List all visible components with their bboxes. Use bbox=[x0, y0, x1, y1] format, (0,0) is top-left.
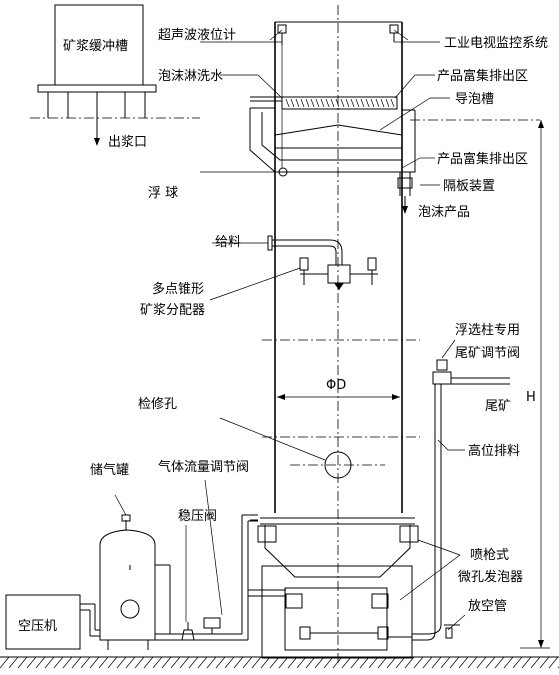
froth-launder bbox=[249, 96, 416, 214]
feed-distributor bbox=[209, 235, 378, 301]
feed-label: 给料 bbox=[215, 235, 241, 250]
distributor-label-2: 矿浆分配器 bbox=[140, 303, 205, 318]
labels: 超声波液位计 工业电视监控系统 泡沫淋洗水 产品富集排出区 导泡槽 产品富集排出… bbox=[90, 28, 548, 614]
high-discharge-label: 高位排料 bbox=[468, 443, 520, 459]
column-valve-label-1: 浮选柱专用 bbox=[455, 323, 520, 338]
slurry-outlet-label: 出浆口 bbox=[108, 135, 147, 150]
air-compressor: 空压机 bbox=[5, 594, 100, 650]
height-dimension: H bbox=[520, 120, 550, 649]
sparger-label-1: 喷枪式 bbox=[470, 547, 509, 563]
ground bbox=[0, 656, 559, 669]
product-zone-2-label: 产品富集排出区 bbox=[437, 151, 528, 167]
slurry-buffer-tank: 矿浆缓冲槽 出浆口 bbox=[30, 4, 200, 150]
distributor-label-1: 多点锥形 bbox=[152, 281, 204, 297]
manhole-label: 检修孔 bbox=[138, 397, 177, 412]
baffle-label: 隔板装置 bbox=[443, 179, 495, 194]
tailings-label: 尾矿 bbox=[485, 399, 511, 414]
column-base bbox=[250, 517, 466, 659]
froth-product-label: 泡沫产品 bbox=[418, 205, 470, 220]
buffer-tank-label: 矿浆缓冲槽 bbox=[63, 39, 128, 54]
float-ball-label: 浮 球 bbox=[148, 186, 178, 201]
sparger-label-2: 微孔发泡器 bbox=[458, 569, 523, 585]
stabilizer-valve-label: 稳压阀 bbox=[178, 508, 217, 524]
flotation-column bbox=[262, 5, 540, 665]
product-zone-1-label: 产品富集排出区 bbox=[437, 68, 528, 84]
ultrasonic-level-meter bbox=[200, 24, 288, 177]
air-piping bbox=[155, 479, 286, 641]
height-label: H bbox=[526, 390, 536, 405]
vent-pipe-label: 放空管 bbox=[468, 599, 507, 614]
tailings-valve bbox=[412, 339, 510, 641]
froth-trough-label: 导泡槽 bbox=[455, 92, 494, 107]
column-valve-label-2: 尾矿调节阀 bbox=[455, 346, 520, 361]
diameter-dimension: ΦD bbox=[277, 378, 400, 400]
air-tank bbox=[99, 494, 156, 650]
manhole bbox=[219, 417, 385, 479]
diameter-label: ΦD bbox=[326, 378, 346, 393]
foam-wash-label: 泡沫淋洗水 bbox=[158, 69, 223, 84]
ultrasonic-level-label: 超声波液位计 bbox=[158, 28, 236, 43]
air-tank-label: 储气罐 bbox=[90, 462, 129, 478]
tv-monitor-label: 工业电视监控系统 bbox=[444, 36, 548, 51]
tv-monitor bbox=[389, 24, 440, 43]
gas-flow-valve-label: 气体流量调节阀 bbox=[158, 459, 249, 475]
compressor-label: 空压机 bbox=[18, 619, 57, 634]
